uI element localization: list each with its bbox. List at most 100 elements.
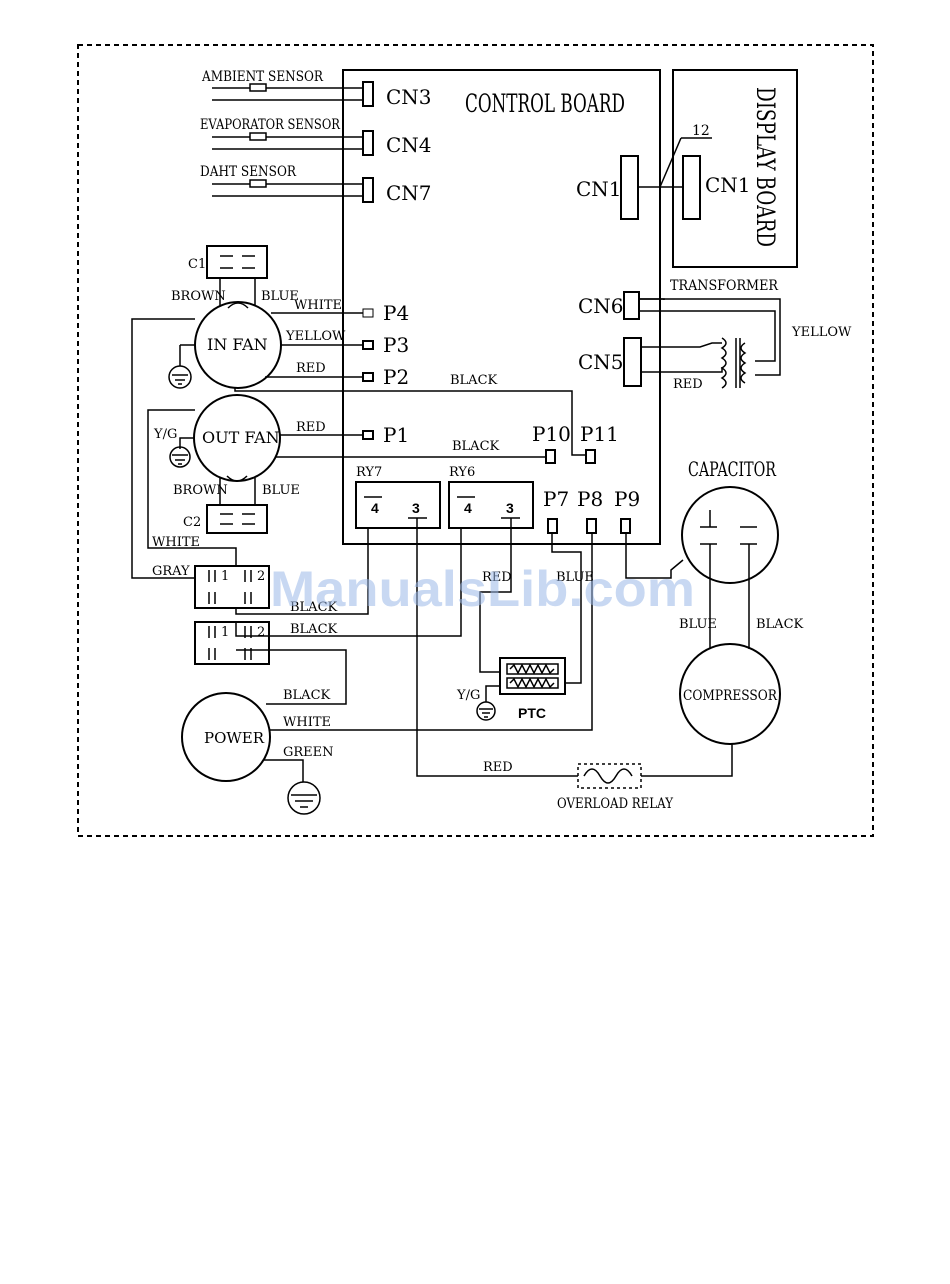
power-ground-icon: [287, 781, 321, 815]
daht-sensor-label: DAHT SENSOR: [200, 164, 296, 180]
transformer-yellow-label: YELLOW: [791, 325, 852, 340]
red-p2-label: RED: [296, 361, 326, 376]
ambient-sensor-label: AMBIENT SENSOR: [201, 69, 323, 85]
evaporator-sensor-label: EVAPORATOR SENSOR: [200, 117, 340, 133]
yg-ptc-label: Y/G: [456, 688, 480, 703]
power-plug: [181, 692, 271, 782]
out-fan-blue-label: BLUE: [262, 483, 300, 498]
cn5-label: CN5: [578, 350, 624, 374]
transformer-wiring: [639, 298, 781, 389]
in-fan-ground-icon: [168, 365, 192, 389]
out-fan-ground-icon: [169, 446, 191, 468]
p11-terminal: [585, 449, 596, 464]
cn3-connector: [362, 81, 374, 107]
p10-label: P10: [532, 422, 571, 446]
white-power-label: WHITE: [283, 715, 331, 730]
transformer-red-label: RED: [673, 377, 703, 392]
in-fan-label: IN FAN: [207, 335, 268, 354]
run-capacitor: [681, 486, 779, 584]
in-fan-brown-label: BROWN: [171, 289, 226, 304]
cn5-connector: [623, 337, 642, 387]
black-power-label: BLACK: [283, 688, 331, 703]
switch2-pin1: 1: [221, 625, 229, 640]
cn4-label: CN4: [386, 133, 432, 157]
out-fan-brown-label: BROWN: [173, 483, 228, 498]
switch-block-2: [194, 621, 270, 665]
blue-comp-label: BLUE: [679, 617, 717, 632]
cn1-display-label: CN1: [705, 173, 751, 197]
c1-label: C1: [188, 257, 206, 272]
ry6-pin4: 4: [464, 500, 472, 516]
cn1-board-connector: [620, 155, 639, 220]
compressor-label: COMPRESSOR: [683, 688, 777, 704]
p9-terminal: [620, 518, 631, 534]
p3-terminal: [362, 340, 374, 350]
ry6-label: RY6: [449, 465, 475, 480]
ry7-pin3: 3: [412, 500, 420, 516]
switch1-pin1: 1: [221, 569, 229, 584]
cn6-connector: [623, 291, 640, 320]
switch-block-1: [194, 565, 270, 609]
in-fan-blue-label: BLUE: [261, 289, 299, 304]
display-board-label: DISPLAY BOARD: [751, 87, 780, 247]
overload-relay-label: OVERLOAD RELAY: [557, 796, 674, 812]
compressor: [679, 643, 781, 745]
cn1-board-label: CN1: [576, 177, 622, 201]
switch2-pin2: 2: [257, 625, 265, 640]
cn1-display-connector: [682, 155, 701, 220]
black-p10-label: BLACK: [452, 439, 500, 454]
gray-label: GRAY: [152, 564, 190, 579]
red-p1-label: RED: [296, 420, 326, 435]
sensor-evaporator: EVAPORATOR SENSOR CN4: [200, 117, 432, 157]
transformer-label: TRANSFORMER: [670, 278, 778, 294]
cn1-bus-wire: [638, 137, 712, 188]
ry6-pin3: 3: [506, 500, 514, 516]
c2-capacitor: [206, 504, 268, 534]
sensor-daht: DAHT SENSOR CN7: [200, 164, 432, 205]
c2-label: C2: [183, 515, 201, 530]
p10-terminal: [545, 449, 556, 464]
p8-label: P8: [577, 487, 603, 511]
out-fan-label: OUT FAN: [202, 428, 280, 447]
white-p4-label: WHITE: [294, 298, 342, 313]
ry7-label: RY7: [356, 465, 382, 480]
black-sw1-label: BLACK: [290, 600, 338, 615]
c1-capacitor: [206, 245, 268, 279]
white-left-label: WHITE: [152, 535, 200, 550]
p7-terminal: [547, 518, 558, 534]
p4-terminal: [362, 308, 374, 318]
yellow-p3-label: YELLOW: [285, 329, 346, 344]
p2-label: P2: [383, 365, 409, 389]
p8-terminal: [586, 518, 597, 534]
p3-label: P3: [383, 333, 409, 357]
green-power-label: GREEN: [283, 745, 334, 760]
yg-in-label: Y/G: [153, 427, 177, 442]
ry7-pin4: 4: [371, 500, 379, 516]
control-board-box: [342, 69, 661, 545]
control-board-label: CONTROL BOARD: [465, 89, 625, 118]
blue-relay-label: BLUE: [556, 570, 594, 585]
ptc-ground-icon: [476, 701, 496, 721]
p2-terminal: [362, 372, 374, 382]
p1-label: P1: [383, 423, 409, 447]
p11-label: P11: [580, 422, 619, 446]
red-bottom-label: RED: [483, 760, 513, 775]
capacitor-label: CAPACITOR: [688, 457, 777, 481]
pin-12-label: 12: [692, 123, 710, 139]
black-top-label: BLACK: [450, 373, 498, 388]
black-comp-label: BLACK: [756, 617, 804, 632]
power-label: POWER: [204, 729, 265, 747]
sensor-ambient: AMBIENT SENSOR CN3: [201, 69, 431, 109]
ptc-label: PTC: [518, 705, 546, 721]
cn3-label: CN3: [386, 85, 432, 109]
relay-ry6: [448, 481, 534, 529]
relay-ry7: [355, 481, 441, 529]
p4-label: P4: [383, 301, 409, 325]
p9-label: P9: [614, 487, 640, 511]
cn7-connector: [362, 177, 374, 203]
p7-label: P7: [543, 487, 569, 511]
cn6-label: CN6: [578, 294, 624, 318]
black-sw2-label: BLACK: [290, 622, 338, 637]
p1-terminal: [362, 430, 374, 440]
